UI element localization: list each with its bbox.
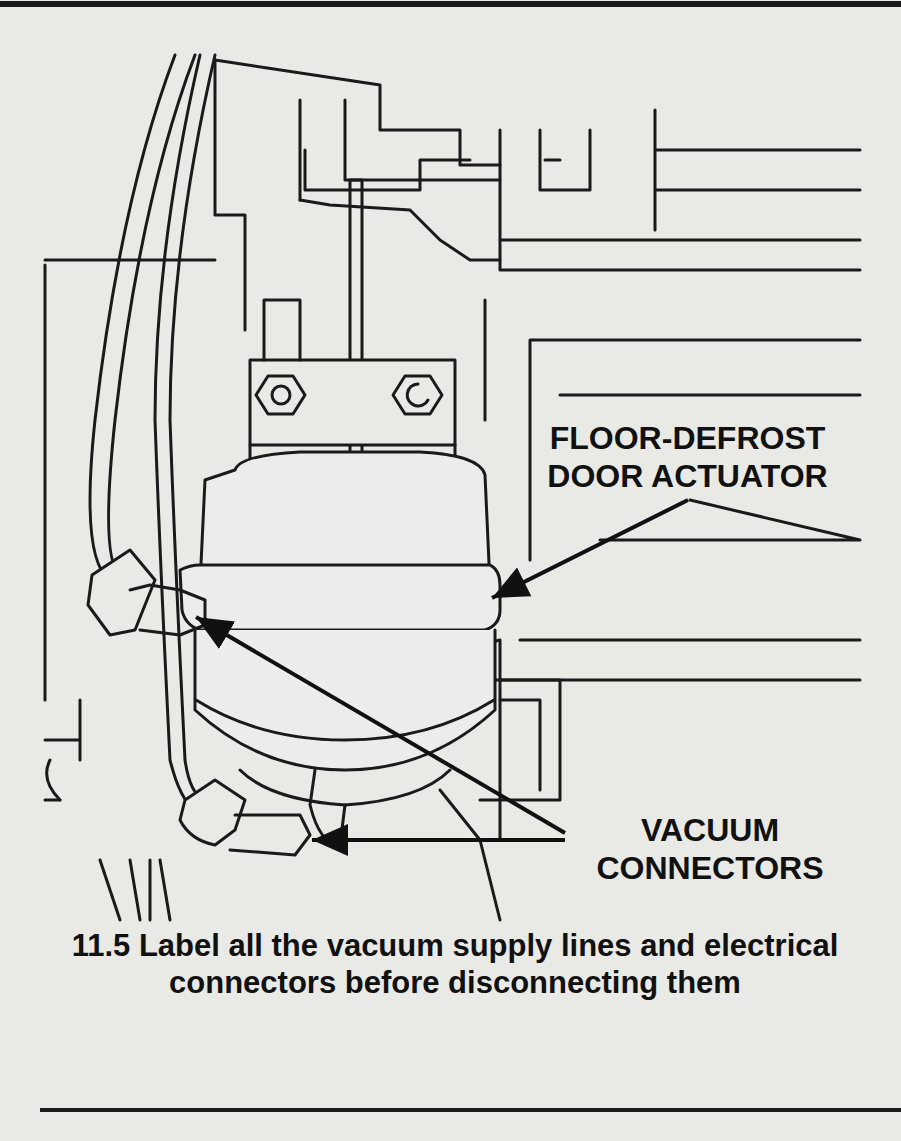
leader-arrow bbox=[312, 838, 565, 842]
figure-caption: 11.5 Label all the vacuum supply lines a… bbox=[40, 928, 870, 1001]
leader-arrow bbox=[492, 500, 688, 598]
part-label: FLOOR-DEFROST DOOR ACTUATOR bbox=[515, 420, 860, 496]
part-label: VACUUM CONNECTORS bbox=[570, 812, 850, 888]
leader-arrow bbox=[196, 617, 565, 833]
